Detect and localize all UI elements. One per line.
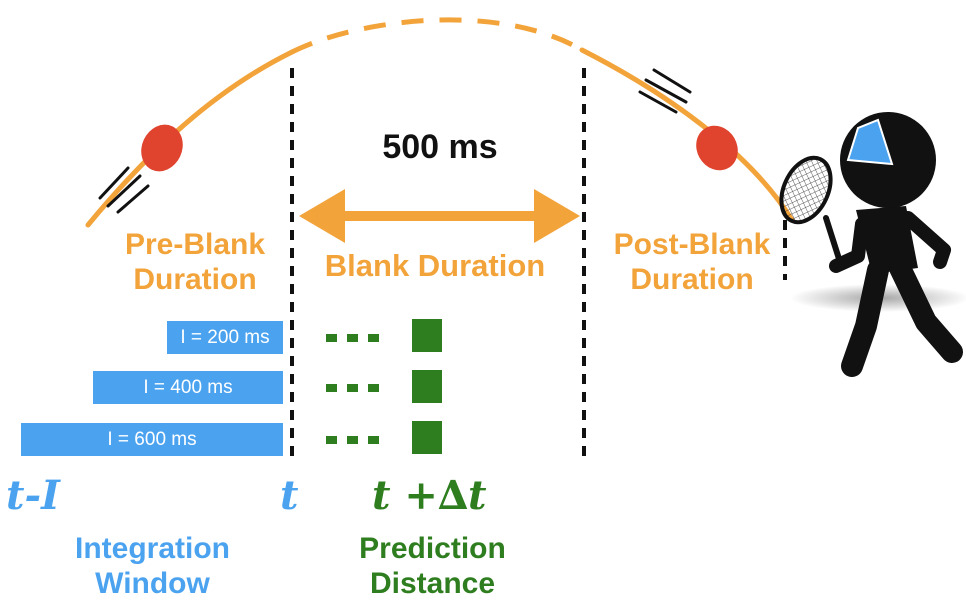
- post-blank-label-line-1: Post-Blank: [613, 228, 771, 261]
- post-blank-label: Post-Blank Duration: [592, 228, 792, 298]
- continuation-dots-400: [326, 384, 379, 392]
- tennis-racket: [779, 155, 843, 265]
- integration-bar-400: I = 400 ms: [93, 371, 283, 404]
- integration-window-line-1: Integration: [75, 532, 230, 565]
- integration-window-line-2: Window: [95, 566, 210, 600]
- continuation-dots-200: [326, 334, 379, 342]
- integration-window-label: Integration Window: [40, 532, 265, 602]
- motion-lines-left: [98, 166, 150, 214]
- prediction-distance-line-1: Prediction: [359, 532, 506, 565]
- pre-blank-label-line-1: Pre-Blank: [124, 228, 266, 261]
- time-mark-t-minus-i: t-I: [6, 472, 60, 519]
- post-blank-label-line-2: Duration: [630, 262, 754, 296]
- pre-blank-label-line-2: Duration: [133, 262, 257, 296]
- time-mark-t: t: [280, 472, 299, 519]
- time-mark-t-plus-delta: t +∆t: [372, 472, 487, 519]
- blank-duration-value: 500 ms: [382, 128, 498, 166]
- motion-lines-right: [638, 68, 692, 114]
- integration-bar-200: I = 200 ms: [167, 321, 283, 354]
- trajectory-visible-left: [85, 49, 295, 228]
- ball-post-blank: [696, 125, 738, 171]
- prediction-distance-line-2: Distance: [369, 566, 496, 600]
- prediction-box-200: [412, 319, 442, 352]
- player-visor: [846, 118, 894, 166]
- blank-duration-label: Blank Duration: [324, 248, 546, 283]
- ball-pre-blank: [141, 124, 183, 172]
- integration-bar-600: I = 600 ms: [21, 423, 283, 456]
- prediction-box-400: [412, 370, 442, 403]
- prediction-distance-label: Prediction Distance: [320, 532, 545, 602]
- pre-blank-label: Pre-Blank Duration: [100, 228, 290, 298]
- continuation-dots-600: [326, 436, 379, 444]
- trajectory-occluded: [290, 17, 584, 55]
- prediction-box-600: [412, 421, 442, 454]
- blank-duration-arrow: [299, 189, 580, 243]
- trajectory-visible-right: [579, 47, 795, 223]
